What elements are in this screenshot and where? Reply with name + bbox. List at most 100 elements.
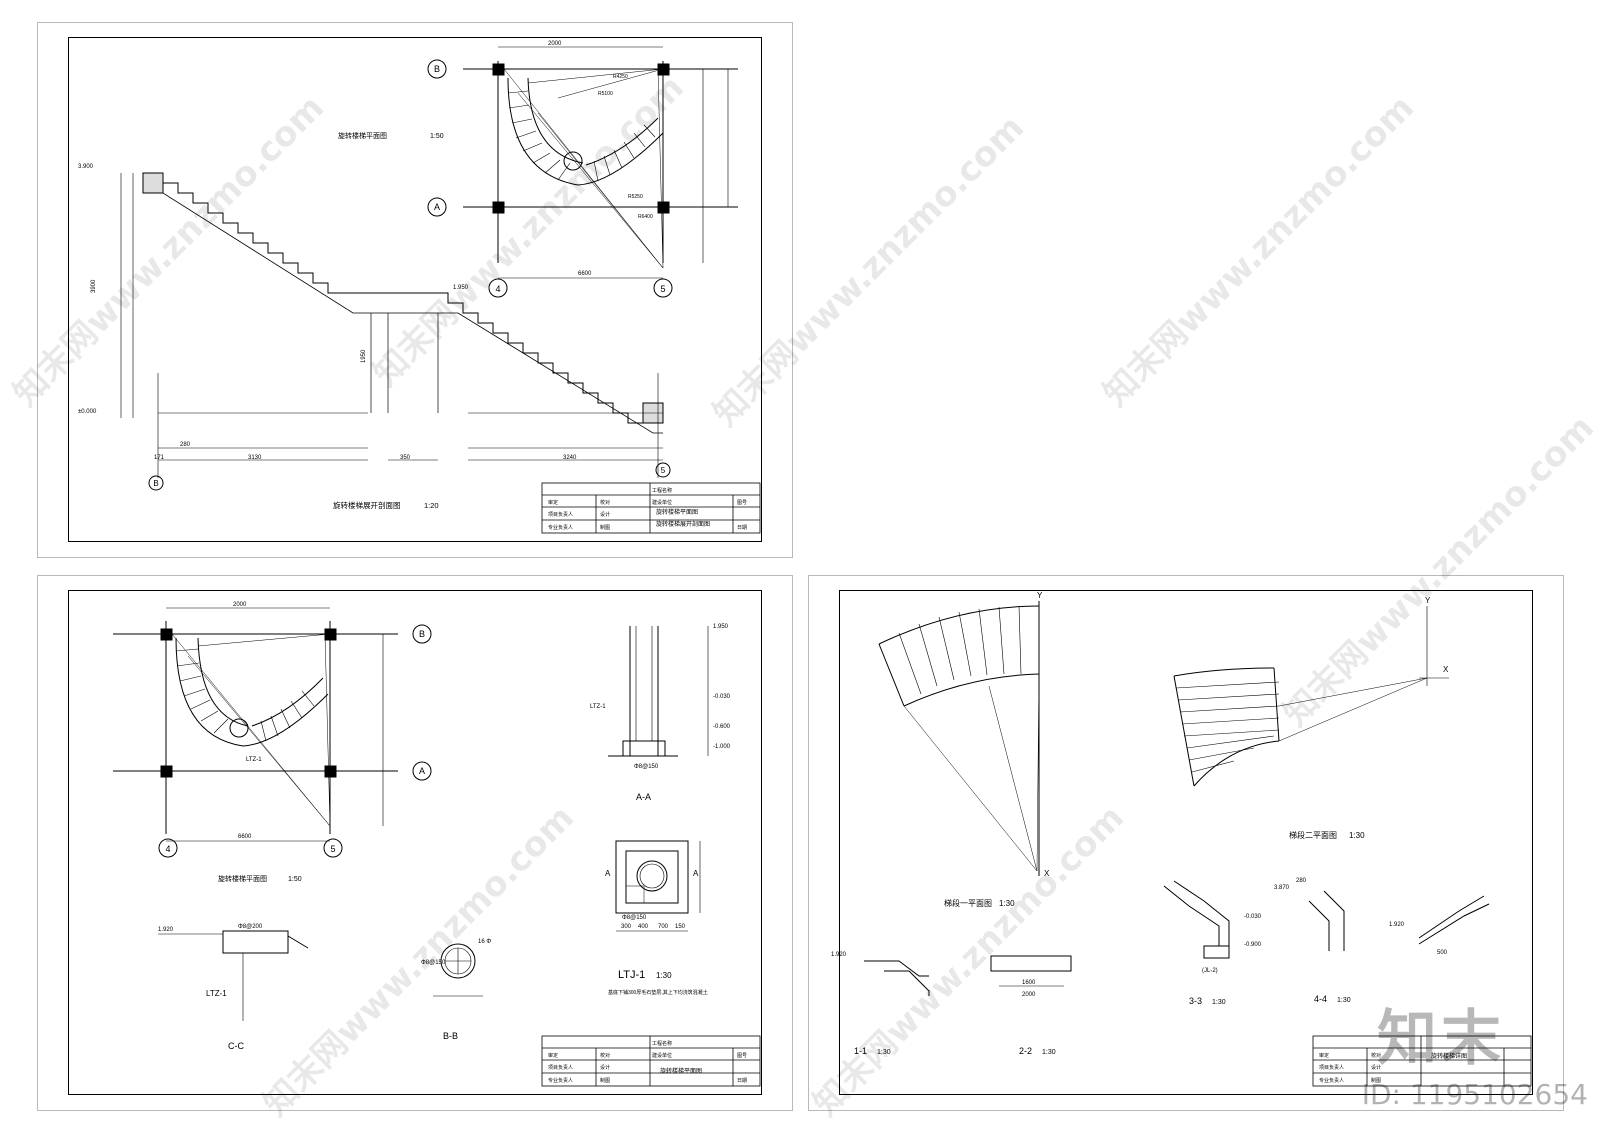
tb1-title-a: 旋转楼梯平面图 — [656, 508, 698, 516]
tb3-drawing: 制图 — [1371, 1077, 1381, 1084]
watermark-4: 知末网www.znzmo.com — [1095, 87, 1422, 414]
sec-33-scale: 1:30 — [1212, 999, 1226, 1006]
detail-sections — [864, 880, 1490, 996]
tb1-sub: 建设单位 — [652, 499, 672, 506]
tb3-prof: 专业负责人 — [1319, 1077, 1344, 1084]
sheet-3-drawing: Y X 梯段一平面图 1:30 Y X 梯段二平面图 — [831, 591, 1532, 1087]
aa-elev-1000: -1.000 — [713, 744, 731, 750]
flight2-title: 梯段二平面图 — [1289, 830, 1337, 840]
tb3-check: 校对 — [1371, 1052, 1381, 1059]
sec-33-title: 3-3 — [1189, 996, 1202, 1006]
sec-22-title: 2-2 — [1019, 1046, 1032, 1056]
s33-jl2: (JL-2) — [1202, 968, 1218, 974]
dim-350: 350 — [400, 455, 411, 461]
ltj-dim-700: 700 — [658, 924, 669, 930]
radius-label-4: R6400 — [638, 214, 653, 220]
axis-4-label: 4 — [495, 284, 500, 294]
tb1-sheet-no: 图号 — [737, 500, 747, 506]
aa-elev-1950: 1.950 — [713, 624, 729, 630]
drawing-sheet-2: 4 5 B A 2000 6600 LTZ-1 旋转楼梯平面图 1:50 LTZ… — [37, 575, 793, 1111]
bb-rebar: Φ8@150 — [421, 960, 446, 966]
section-cc — [158, 930, 309, 1021]
dim-3900: 3900 — [91, 279, 97, 293]
aa-ltz: LTZ-1 — [590, 704, 606, 710]
s2-dim-2000: 2000 — [233, 602, 247, 608]
stair-inner-arc — [507, 77, 579, 186]
section-aa — [608, 626, 709, 757]
tb2-drawing: 制图 — [600, 1077, 610, 1084]
plan-scale-1: 1:50 — [430, 133, 444, 140]
ltj-dim-300: 300 — [621, 924, 632, 930]
bb-bars: 16 Φ — [478, 939, 491, 945]
ltj-scale: 1:30 — [656, 971, 672, 980]
tb2-review: 审定 — [548, 1052, 558, 1059]
column-4 — [657, 201, 670, 214]
sheet-2-drawing: 4 5 B A 2000 6600 LTZ-1 旋转楼梯平面图 1:50 LTZ… — [113, 602, 761, 1087]
dim-171: 171 — [154, 455, 165, 461]
aa-rebar: Φ8@150 — [634, 764, 659, 770]
section-title: 旋转楼梯展开剖面图 — [333, 500, 401, 510]
s22-dim-2000: 2000 — [1022, 992, 1036, 998]
tb1-design: 设计 — [600, 511, 610, 518]
s33-elev-2: -0.900 — [1244, 942, 1262, 948]
ltj-rebar: Φ8@150 — [622, 915, 647, 921]
sheet-3-border — [839, 590, 1533, 1095]
drawing-sheet-3: Y X 梯段一平面图 1:30 Y X 梯段二平面图 — [808, 575, 1564, 1111]
elevation-mid: 1.950 — [453, 285, 469, 291]
drawing-sheet-1: B A 4 5 2000 6600 R4250 R5100 R5250 R640… — [37, 22, 793, 558]
tb2-check: 校对 — [600, 1052, 610, 1059]
ltj-dim-150: 150 — [675, 924, 686, 930]
tb1-check: 校对 — [600, 499, 610, 506]
aa-title: A-A — [636, 792, 651, 802]
title-block-1 — [541, 482, 761, 534]
axis-a-label: A — [434, 202, 440, 212]
f1-axis-y: Y — [1037, 591, 1043, 600]
s2-axis-a: A — [419, 766, 425, 776]
column-1 — [492, 63, 505, 76]
tb1-drawing: 制图 — [600, 524, 610, 531]
tb2-date: 日期 — [737, 1078, 747, 1084]
tb1-project: 工程名称 — [652, 487, 672, 494]
s2-axis-4: 4 — [165, 844, 170, 854]
bb-title: B-B — [443, 1031, 458, 1041]
sheet-1-border — [68, 37, 762, 542]
dim-280: 280 — [180, 442, 191, 448]
tb2-sub: 建设单位 — [652, 1052, 672, 1059]
tb3-design: 设计 — [1371, 1064, 1381, 1071]
stair-section — [120, 172, 671, 491]
s2-axis-b: B — [419, 629, 425, 639]
s5-elev: 1.920 — [1389, 922, 1405, 928]
tb1-review: 审定 — [548, 499, 558, 506]
radius-label-3: R5250 — [628, 194, 643, 200]
ltj-a-right: A — [693, 869, 699, 878]
s11-elev: 1.920 — [831, 952, 847, 958]
tb1-leader: 项目负责人 — [548, 511, 573, 518]
sec-44-scale: 1:30 — [1337, 997, 1351, 1004]
s33-elev-1: -0.030 — [1244, 914, 1262, 920]
sheet-1-drawing: B A 4 5 2000 6600 R4250 R5100 R5250 R640… — [78, 41, 761, 534]
axis-bubble-4 — [488, 278, 508, 298]
sec-11-title: 1-1 — [854, 1046, 867, 1056]
tb1-prof: 专业负责人 — [548, 524, 573, 531]
tb1-title-b: 旋转楼梯展开剖面图 — [656, 520, 710, 528]
section-scale: 1:20 — [424, 501, 439, 510]
column-3 — [492, 201, 505, 214]
s2-axis-5: 5 — [330, 844, 335, 854]
s2-ltz-plan: LTZ-1 — [246, 757, 262, 763]
radius-label-1: R4250 — [613, 74, 628, 80]
tb2-design: 设计 — [600, 1064, 610, 1071]
cc-title: C-C — [228, 1041, 244, 1051]
image-id: ID: 1195102654 — [1361, 1078, 1588, 1111]
aa-elev-030: -0.030 — [713, 694, 731, 700]
axis-5-label: 5 — [660, 284, 665, 294]
ltj-dim-400: 400 — [638, 924, 649, 930]
f2-axis-y: Y — [1425, 596, 1431, 605]
sec-22-scale: 1:30 — [1042, 1049, 1056, 1056]
f1-axis-x: X — [1044, 869, 1050, 878]
section-bb — [433, 943, 483, 997]
sheet-2-border — [68, 590, 762, 1095]
tb3-title: 旋转楼梯详图 — [1431, 1052, 1467, 1060]
flight-1-plan — [878, 601, 1040, 876]
tb3-review: 审定 — [1319, 1052, 1329, 1059]
sec-44-title: 4-4 — [1314, 994, 1327, 1004]
